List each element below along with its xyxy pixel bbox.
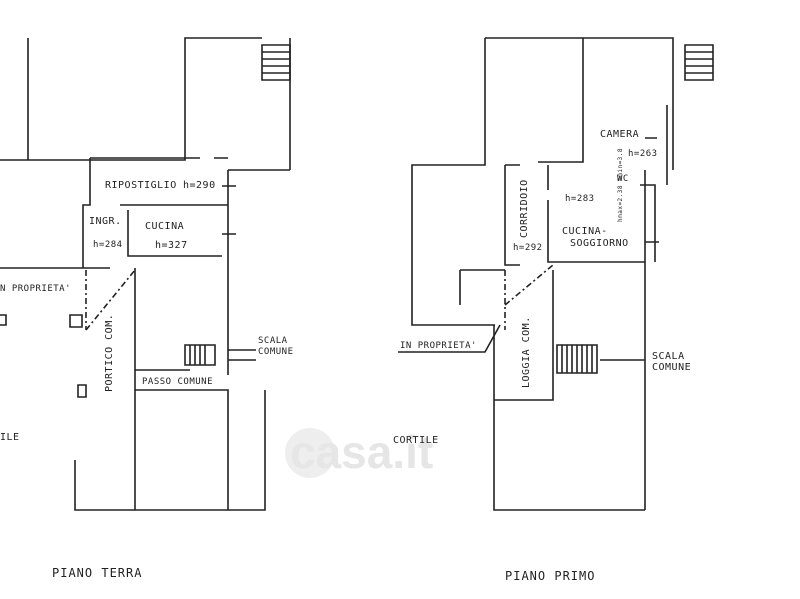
room-cucina: CUCINA	[145, 221, 185, 232]
label-scala-ground-2: COMUNE	[258, 347, 294, 357]
room-soggiorno: SOGGIORNO	[570, 238, 629, 249]
room-ripostiglio: RIPOSTIGLIO	[105, 180, 177, 191]
label-portico: PORTICO COM.	[104, 313, 115, 392]
label-scala-first-2: COMUNE	[652, 362, 692, 373]
room-camera: CAMERA	[600, 129, 640, 140]
stair-icon-top-right	[684, 44, 714, 81]
height-wc: h=283	[565, 194, 595, 204]
stair-icon-top-left	[261, 44, 291, 81]
ground-floor-walls	[0, 37, 291, 511]
watermark: casa.it	[290, 426, 434, 478]
height-cucina: h=327	[155, 240, 188, 251]
label-in-proprieta-first: IN PROPRIETA'	[400, 341, 477, 351]
label-cortile-ground: ILE	[0, 432, 20, 443]
room-wc: WC	[617, 174, 629, 184]
wc-height-note: hmax=2.38 hmin=3.8	[617, 147, 624, 222]
title-piano-primo: PIANO PRIMO	[505, 569, 596, 583]
label-scala-ground-1: SCALA	[258, 336, 288, 346]
label-cortile-first: CORTILE	[393, 435, 439, 446]
height-ripostiglio: h=290	[183, 180, 216, 191]
title-piano-terra: PIANO TERRA	[52, 566, 143, 580]
label-passo-comune: PASSO COMUNE	[142, 377, 214, 387]
room-ingresso: INGR.	[89, 216, 122, 227]
height-corridoio: h=292	[513, 243, 543, 253]
label-scala-first-1: SCALA	[652, 351, 685, 362]
room-corridoio: CORRIDOIO	[519, 179, 530, 238]
label-loggia: LOGGIA COM.	[521, 316, 532, 388]
height-ingresso: h=284	[93, 240, 123, 250]
label-in-proprieta-ground: N PROPRIETA'	[0, 284, 72, 294]
first-floor-walls	[398, 37, 674, 511]
room-cucina-1: CUCINA-	[562, 226, 608, 237]
ground-floor-ticks	[222, 185, 256, 361]
height-camera: h=263	[628, 149, 658, 159]
watermark-logo	[285, 428, 335, 478]
